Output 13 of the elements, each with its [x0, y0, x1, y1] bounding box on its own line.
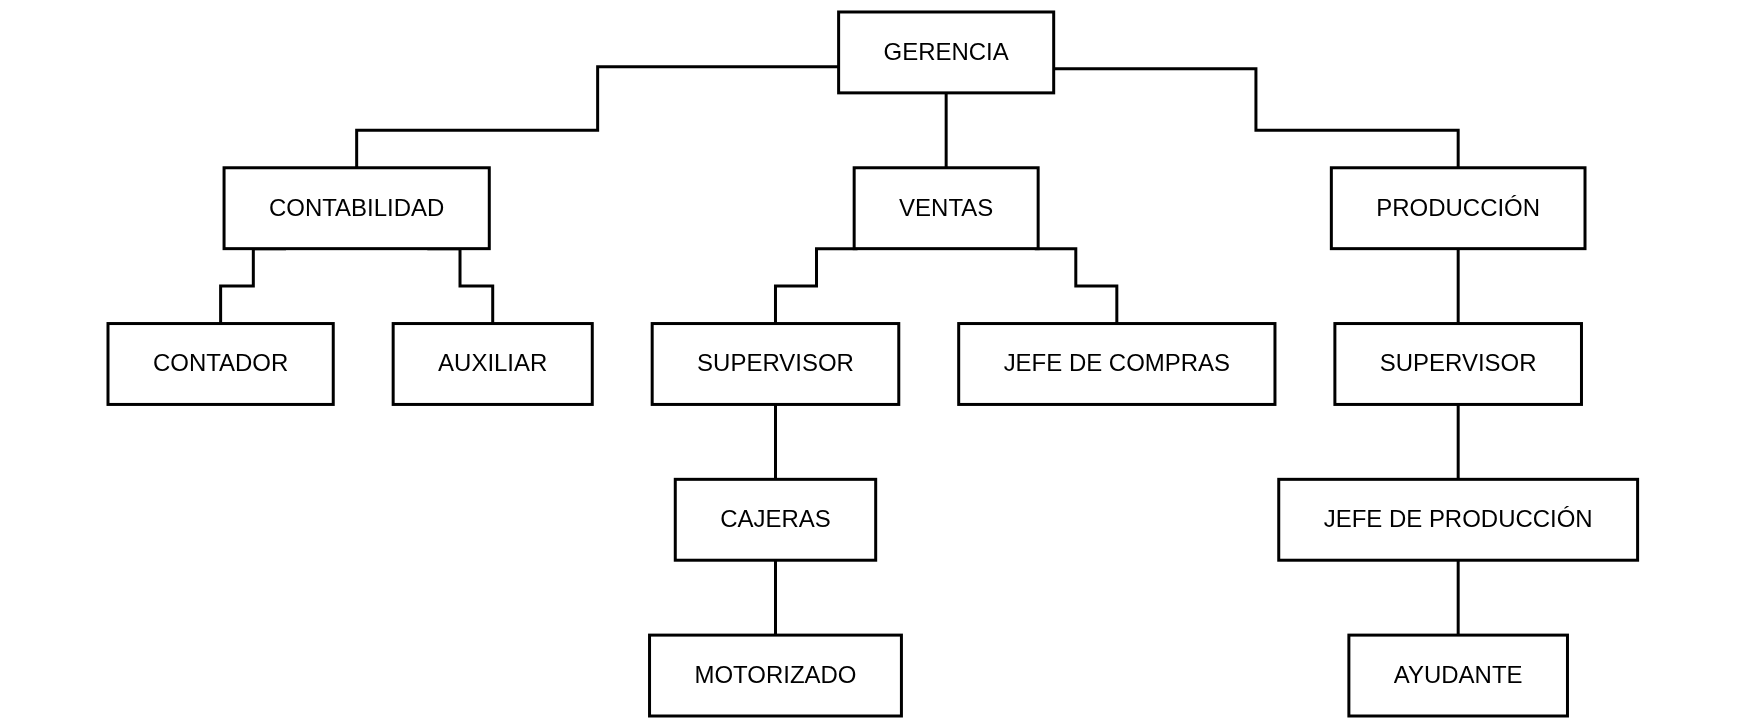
node-box: JEFE DE PRODUCCIÓN [1277, 477, 1640, 562]
node-box: CONTABILIDAD [222, 166, 491, 251]
node-box: SUPERVISOR [650, 322, 901, 406]
node-box: CONTADOR [106, 322, 335, 406]
node-box: SUPERVISOR [1333, 322, 1584, 406]
node-box: GERENCIA [837, 10, 1056, 95]
node-box: AUXILIAR [391, 322, 594, 406]
node-box: AYUDANTE [1347, 633, 1570, 718]
node-box: CAJERAS [673, 477, 878, 562]
node-box: PRODUCCIÓN [1330, 166, 1587, 251]
node-box: MOTORIZADO [648, 633, 904, 718]
node-box: VENTAS [852, 166, 1040, 251]
node-box: JEFE DE COMPRAS [957, 322, 1277, 406]
